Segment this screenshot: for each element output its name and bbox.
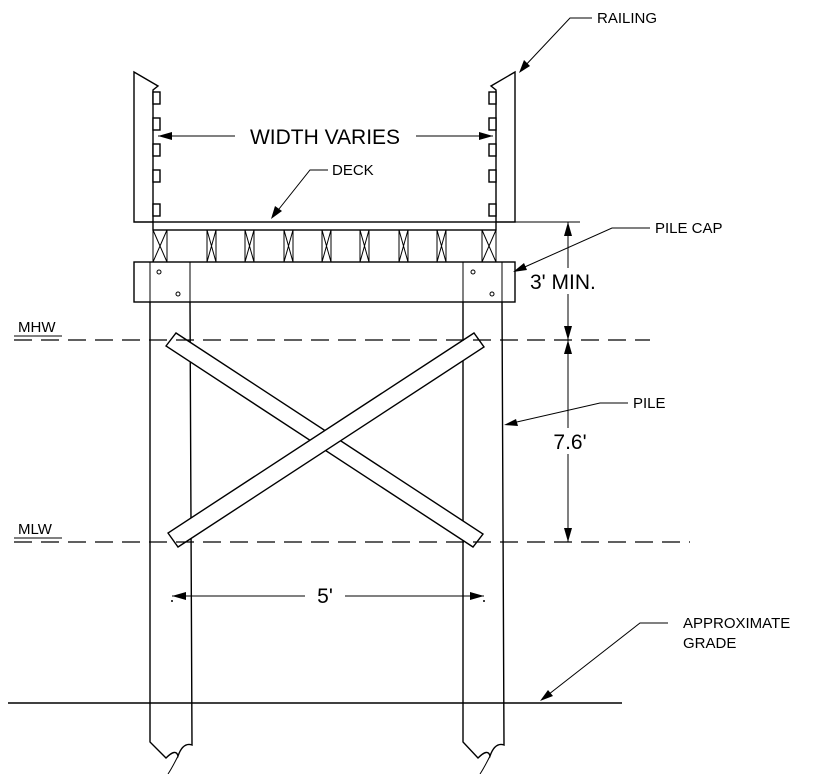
right-railing [488, 70, 516, 223]
joists [152, 229, 497, 263]
pile-cap [133, 261, 516, 303]
mlw-label: MLW [18, 521, 53, 538]
pile-label: PILE [633, 395, 666, 412]
pile-cap-leader [513, 227, 650, 272]
width-dimension [158, 132, 493, 140]
left-railing [133, 70, 161, 223]
width-varies-label: WIDTH VARIES [250, 126, 400, 149]
pile-cap-label: PILE CAP [655, 220, 723, 237]
railing-leader [519, 17, 592, 73]
right-pile [462, 301, 505, 774]
deck-leader [271, 169, 328, 219]
left-pile [149, 301, 193, 774]
grade-leader [540, 622, 668, 701]
pile-spacing-dimension [171, 592, 485, 602]
grade-label-line1: APPROXIMATE [683, 615, 790, 632]
min-height-label: 3' MIN. [530, 271, 596, 294]
vertical-dimension [507, 221, 600, 542]
pile-leader [504, 402, 628, 426]
deck-label: DECK [332, 162, 374, 179]
grade-label-line2: GRADE [683, 635, 736, 652]
deck-board [152, 221, 497, 231]
depth-label: 7.6' [553, 431, 586, 454]
pile-spacing-label: 5' [317, 585, 333, 608]
mhw-label: MHW [18, 319, 56, 336]
cross-bracing [164, 332, 485, 548]
railing-label: RAILING [597, 10, 657, 27]
